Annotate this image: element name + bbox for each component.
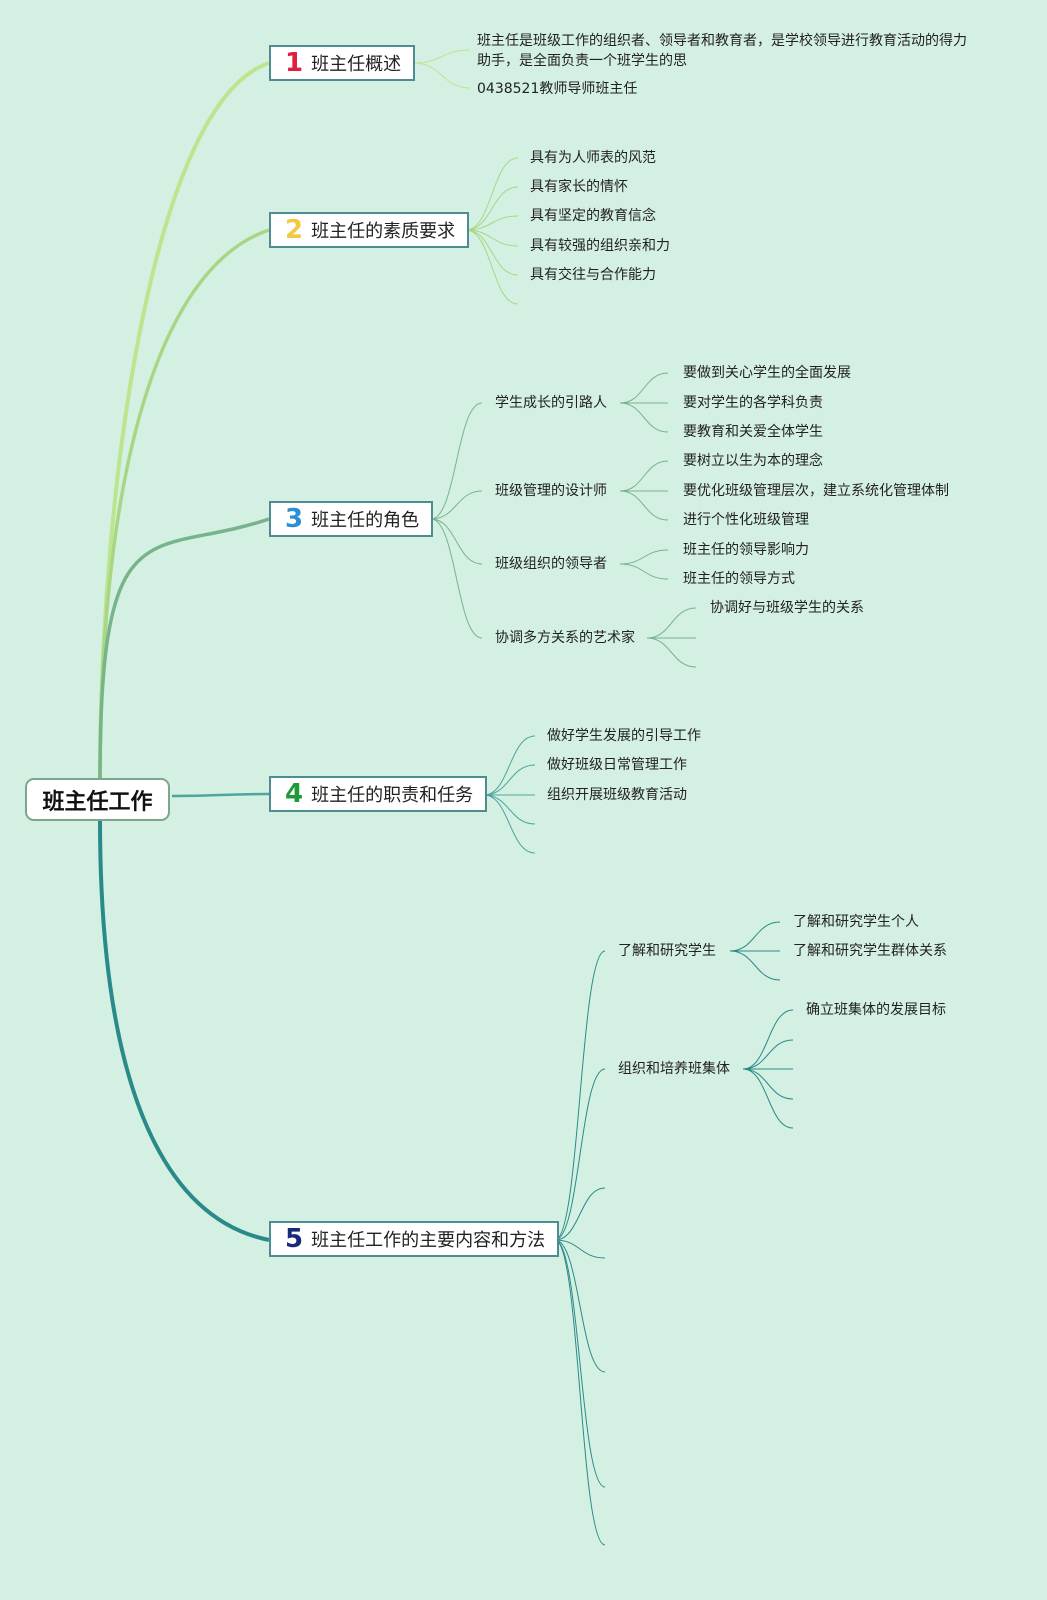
- topic-3-sub-2-item-1[interactable]: 要树立以生为本的理念: [683, 453, 823, 469]
- topic-3-sub-3-item-2[interactable]: 班主任的领导方式: [683, 571, 795, 587]
- topic-2-item-5[interactable]: 具有交往与合作能力: [530, 267, 656, 283]
- t2-link-2: [465, 186, 519, 231]
- t2-link-6: [465, 229, 519, 305]
- t4-link-2: [483, 764, 536, 796]
- topic-3-sub-2-item-2[interactable]: 要优化班级管理层次，建立系统化管理体制: [683, 483, 949, 499]
- t4-link-4: [483, 794, 536, 825]
- t3-link-3: [430, 518, 483, 565]
- t2-link-1: [465, 157, 519, 231]
- t3s2-link-3: [619, 490, 669, 521]
- topic-5-sub-2-item-1[interactable]: 确立班集体的发展目标: [806, 1002, 946, 1018]
- topic-1-item-2[interactable]: 0438521教师导师班主任: [477, 81, 638, 97]
- topic-3-sub-3-item-1[interactable]: 班主任的领导影响力: [683, 542, 809, 558]
- root-to-topic-2-line: [98, 228, 270, 781]
- topic-4-item-3[interactable]: 组织开展班级教育活动: [547, 787, 687, 803]
- t5s1-link-1: [729, 921, 781, 952]
- topic-3-node[interactable]: 3 班主任的角色: [269, 501, 434, 537]
- topic-2-node[interactable]: 2 班主任的素质要求: [269, 212, 470, 248]
- topic-2-item-1[interactable]: 具有为人师表的风范: [530, 150, 656, 166]
- root-node[interactable]: 班主任工作: [25, 778, 170, 821]
- number-2-icon: 2: [285, 215, 304, 245]
- number-3-icon: 3: [285, 504, 304, 534]
- t3s1-link-1: [619, 372, 669, 404]
- t1-link-2: [413, 62, 471, 89]
- topic-2-item-3[interactable]: 具有坚定的教育信念: [530, 208, 656, 224]
- topic-3-sub-2-item-3[interactable]: 进行个性化班级管理: [683, 512, 809, 528]
- topic-5-label: 班主任工作的主要内容和方法: [311, 1230, 546, 1251]
- t4-link-5: [483, 794, 536, 854]
- root-to-topic-4-line: [171, 792, 270, 798]
- t1-link-1: [413, 49, 471, 64]
- root-to-topic-3-line: [98, 517, 270, 781]
- t5s2-link-4: [742, 1068, 794, 1100]
- t5s1-link-3: [729, 950, 781, 981]
- topic-3-sub-4-item-1[interactable]: 协调好与班级学生的关系: [710, 600, 864, 616]
- topic-5-sub-1[interactable]: 了解和研究学生: [618, 943, 716, 959]
- topic-3-sub-4[interactable]: 协调多方关系的艺术家: [495, 630, 635, 646]
- t5s2-link-5: [742, 1068, 794, 1129]
- topic-1-item-1[interactable]: 班主任是班级工作的组织者、领导者和教育者，是学校领导进行教育活动的得力助手，是全…: [477, 33, 967, 69]
- t3-link-2: [430, 490, 483, 520]
- topic-4-label: 班主任的职责和任务: [311, 785, 474, 806]
- topic-3-sub-1[interactable]: 学生成长的引路人: [495, 395, 607, 411]
- topic-1-label: 班主任概述: [311, 54, 402, 75]
- topic-5-node[interactable]: 5 班主任工作的主要内容和方法: [269, 1221, 560, 1257]
- t2-link-5: [465, 229, 519, 276]
- t3s2-link-1: [619, 460, 669, 492]
- topic-5-sub-1-item-2[interactable]: 了解和研究学生群体关系: [793, 943, 947, 959]
- number-4-icon: 4: [285, 779, 304, 809]
- root-to-topic-1-line: [98, 61, 270, 781]
- number-5-icon: 5: [285, 1224, 304, 1254]
- root-label: 班主任工作: [42, 789, 153, 815]
- t5-link-3: [554, 1187, 606, 1241]
- t2-link-3: [465, 215, 519, 231]
- t2-link-4: [465, 229, 519, 247]
- topic-4-node[interactable]: 4 班主任的职责和任务: [269, 776, 488, 812]
- topic-3-label: 班主任的角色: [311, 510, 420, 531]
- t5s2-link-2: [742, 1039, 794, 1070]
- t3-link-1: [430, 402, 483, 520]
- topic-3-sub-2[interactable]: 班级管理的设计师: [495, 483, 607, 499]
- t3s3-link-2: [619, 563, 669, 580]
- t5s2-link-1: [742, 1009, 794, 1070]
- t3s4-link-3: [646, 637, 697, 668]
- topic-1-node[interactable]: 1 班主任概述: [269, 45, 416, 81]
- topic-2-item-2[interactable]: 具有家长的情怀: [530, 179, 628, 195]
- t3s3-link-1: [619, 549, 669, 565]
- t5-link-2: [554, 1068, 606, 1241]
- t4-link-1: [483, 735, 536, 796]
- topic-3-sub-3[interactable]: 班级组织的领导者: [495, 556, 607, 572]
- number-1-icon: 1: [285, 48, 304, 78]
- root-to-topic-5-line: [98, 819, 270, 1242]
- t5-link-1: [554, 950, 606, 1241]
- topic-2-item-4[interactable]: 具有较强的组织亲和力: [530, 238, 670, 254]
- t3s1-link-3: [619, 402, 669, 433]
- topic-5-sub-2[interactable]: 组织和培养班集体: [618, 1061, 730, 1077]
- topic-4-item-1[interactable]: 做好学生发展的引导工作: [547, 728, 701, 744]
- topic-4-item-2[interactable]: 做好班级日常管理工作: [547, 757, 687, 773]
- t5-link-4: [554, 1239, 606, 1259]
- topic-3-sub-1-item-3[interactable]: 要教育和关爱全体学生: [683, 424, 823, 440]
- t3s4-link-1: [646, 607, 697, 639]
- t5-link-7: [554, 1239, 606, 1546]
- t5-link-6: [554, 1239, 606, 1488]
- topic-2-label: 班主任的素质要求: [311, 221, 456, 242]
- t3-link-4: [430, 518, 483, 639]
- topic-3-sub-1-item-2[interactable]: 要对学生的各学科负责: [683, 395, 823, 411]
- t5-link-5: [554, 1239, 606, 1373]
- topic-5-sub-1-item-1[interactable]: 了解和研究学生个人: [793, 914, 919, 930]
- topic-3-sub-1-item-1[interactable]: 要做到关心学生的全面发展: [683, 365, 851, 381]
